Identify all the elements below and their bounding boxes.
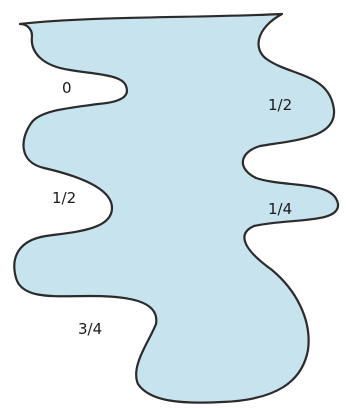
- label-right-middle: 1/4: [268, 200, 292, 218]
- label-left-top: 0: [62, 79, 72, 97]
- label-right-top: 1/2: [268, 96, 292, 114]
- label-left-bottom: 3/4: [78, 320, 102, 338]
- label-left-middle: 1/2: [52, 189, 76, 207]
